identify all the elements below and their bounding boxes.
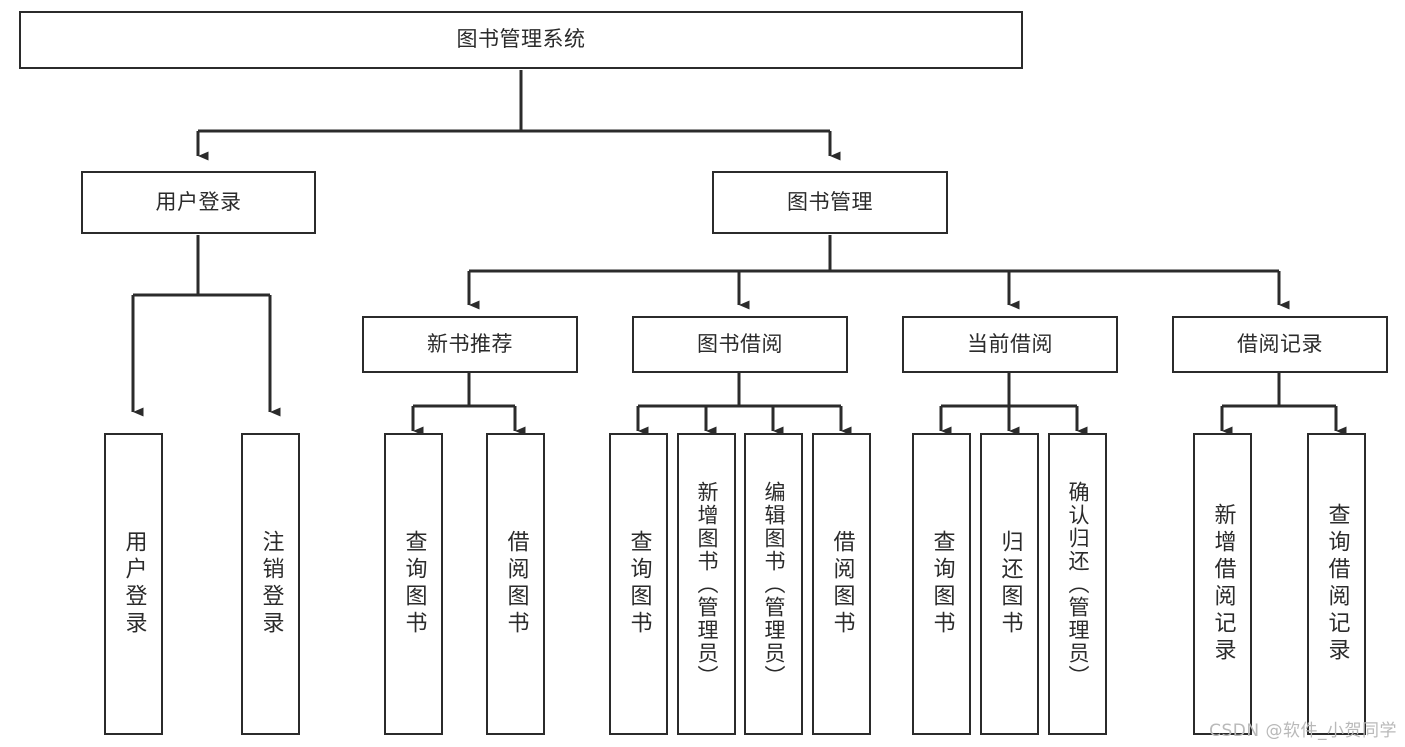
node-leaf-user-logout[interactable]: 注销登录: [241, 433, 300, 735]
node-leaf-query-book-1-label: 查询图书: [401, 530, 427, 638]
node-new-book-recommend[interactable]: 新书推荐: [362, 316, 578, 373]
node-leaf-borrow-book-2[interactable]: 借阅图书: [812, 433, 871, 735]
node-leaf-add-book[interactable]: 新增图书（管理员）: [677, 433, 736, 735]
node-borrow-record[interactable]: 借阅记录: [1172, 316, 1388, 373]
node-leaf-query-record-label: 查询借阅记录: [1324, 503, 1350, 665]
node-current-borrow[interactable]: 当前借阅: [902, 316, 1118, 373]
node-leaf-query-book-2[interactable]: 查询图书: [609, 433, 668, 735]
node-leaf-borrow-book-1[interactable]: 借阅图书: [486, 433, 545, 735]
node-leaf-confirm-return[interactable]: 确认归还（管理员）: [1048, 433, 1107, 735]
node-leaf-user-login[interactable]: 用户登录: [104, 433, 163, 735]
node-leaf-borrow-book-1-label: 借阅图书: [503, 530, 529, 638]
node-new-book-recommend-label: 新书推荐: [427, 331, 513, 356]
node-leaf-return-book-label: 归还图书: [997, 530, 1023, 638]
node-book-manage[interactable]: 图书管理: [712, 171, 948, 234]
node-leaf-add-record-label: 新增借阅记录: [1210, 503, 1236, 665]
node-leaf-borrow-book-2-label: 借阅图书: [829, 530, 855, 638]
node-book-borrow-label: 图书借阅: [697, 331, 783, 356]
node-leaf-edit-book[interactable]: 编辑图书（管理员）: [744, 433, 803, 735]
node-leaf-edit-book-label: 编辑图书（管理员）: [762, 480, 786, 688]
node-leaf-query-record[interactable]: 查询借阅记录: [1307, 433, 1366, 735]
node-leaf-user-login-label: 用户登录: [121, 530, 147, 638]
node-current-borrow-label: 当前借阅: [967, 331, 1053, 356]
node-book-borrow[interactable]: 图书借阅: [632, 316, 848, 373]
node-book-manage-label: 图书管理: [787, 189, 873, 214]
node-leaf-query-book-3[interactable]: 查询图书: [912, 433, 971, 735]
node-leaf-query-book-2-label: 查询图书: [626, 530, 652, 638]
node-leaf-query-book-1[interactable]: 查询图书: [384, 433, 443, 735]
node-root-label: 图书管理系统: [456, 27, 586, 52]
watermark-text: CSDN @软件_小贺同学: [1209, 721, 1397, 741]
node-leaf-add-record[interactable]: 新增借阅记录: [1193, 433, 1252, 735]
node-root[interactable]: 图书管理系统: [19, 11, 1023, 69]
node-user-login[interactable]: 用户登录: [81, 171, 316, 234]
node-leaf-query-book-3-label: 查询图书: [929, 530, 955, 638]
node-borrow-record-label: 借阅记录: [1237, 331, 1323, 356]
node-leaf-add-book-label: 新增图书（管理员）: [695, 480, 719, 688]
node-leaf-confirm-return-label: 确认归还（管理员）: [1066, 480, 1090, 688]
node-user-login-label: 用户登录: [155, 189, 242, 214]
node-leaf-user-logout-label: 注销登录: [258, 530, 284, 638]
node-leaf-return-book[interactable]: 归还图书: [980, 433, 1039, 735]
